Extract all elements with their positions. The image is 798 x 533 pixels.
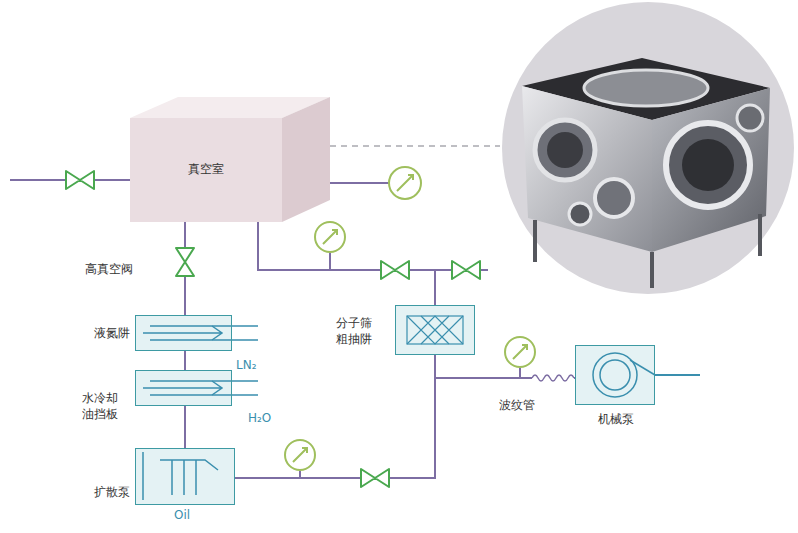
svg-polygon: [652, 88, 770, 252]
svg-path: [293, 448, 307, 462]
svg-rect: [532, 371, 574, 385]
svg-path: [407, 316, 463, 344]
svg-path: [452, 261, 480, 279]
svg-circle: [682, 139, 734, 191]
node-label: 分子筛粗抽阱: [336, 316, 382, 347]
svg-path: [397, 175, 413, 191]
svg-rect: [135, 448, 235, 505]
medium-label: Oil: [174, 508, 190, 524]
svg-polygon: [522, 86, 652, 252]
trap-box: 分子筛粗抽阱: [395, 305, 475, 355]
node-label: 液氮阱: [82, 326, 130, 342]
photo-inset: [502, 2, 794, 294]
svg-rect: [135, 370, 232, 406]
pump-box: 扩散泵Oil: [135, 448, 235, 505]
node-label: 机械泵: [576, 412, 656, 428]
baffle-box: 水冷却油挡板H₂O: [135, 370, 232, 406]
svg-circle: [502, 2, 794, 294]
valve-label: 高真空阀: [84, 262, 134, 278]
svg-path: [150, 381, 232, 395]
svg-path: [142, 452, 144, 500]
svg-rect: [135, 315, 232, 351]
svg-line: [655, 374, 700, 376]
svg-circle: [389, 167, 421, 199]
pump-box: 机械泵: [575, 345, 655, 405]
svg-ellipse: [584, 70, 708, 106]
svg-line: [533, 220, 537, 262]
trap-box: 液氮阱LN₂: [135, 315, 232, 351]
trap-icons: [143, 326, 258, 500]
pump-icon: [593, 353, 655, 397]
gauge-symbol: [285, 167, 535, 470]
svg-line: [299, 471, 301, 478]
free-pipes: [10, 180, 700, 478]
box-fills: [135, 305, 655, 505]
svg-line: [330, 182, 389, 184]
svg-path: [232, 326, 258, 340]
svg-line: [758, 214, 762, 256]
vacuum-chamber-solid: [130, 97, 330, 222]
svg-polygon: [282, 97, 330, 222]
svg-path: [323, 230, 337, 244]
medium-label: H₂O: [248, 411, 271, 427]
svg-circle: [600, 360, 630, 390]
svg-circle: [737, 105, 763, 131]
vacuum-chamber: 真空室: [130, 118, 282, 222]
svg-circle: [595, 179, 633, 217]
svg-path: [66, 171, 94, 189]
pipe-connector: [184, 351, 186, 370]
svg-path: [143, 381, 222, 395]
node-label: 真空室: [130, 162, 282, 178]
leader-dash: [330, 145, 500, 147]
svg-line: [519, 368, 521, 378]
node-label: 扩散泵: [82, 485, 130, 501]
valve-symbol: [66, 171, 480, 487]
svg-rect: [407, 316, 463, 344]
svg-line: [650, 252, 654, 288]
svg-line: [329, 253, 331, 270]
svg-circle: [569, 203, 591, 225]
svg-path: [381, 261, 409, 279]
svg-rect: [575, 345, 655, 405]
svg-circle: [315, 222, 345, 252]
svg-path: [232, 381, 258, 395]
sieve-icon: [407, 316, 463, 344]
node-label: 水冷却油挡板: [82, 391, 128, 422]
svg-path: [143, 326, 222, 340]
svg-path: [176, 248, 194, 276]
svg-path: [513, 345, 527, 359]
svg-circle: [535, 120, 595, 180]
medium-label: LN₂: [236, 358, 256, 374]
svg-rect: [130, 118, 282, 222]
svg-path: [160, 460, 218, 495]
svg-rect: [395, 305, 475, 355]
svg-circle: [666, 123, 750, 207]
svg-circle: [505, 337, 535, 367]
svg-circle: [547, 132, 583, 168]
pipe-connector: [235, 378, 575, 478]
bellows-label: 波纹管: [498, 398, 536, 414]
svg-circle: [285, 440, 315, 470]
svg-path: [630, 360, 655, 375]
svg-path: [150, 326, 232, 340]
pipe-connector: [184, 406, 186, 448]
svg-path: [361, 469, 389, 487]
pipe-connector: [258, 222, 435, 305]
svg-path: [532, 375, 574, 381]
bellows-symbol: [532, 371, 574, 385]
